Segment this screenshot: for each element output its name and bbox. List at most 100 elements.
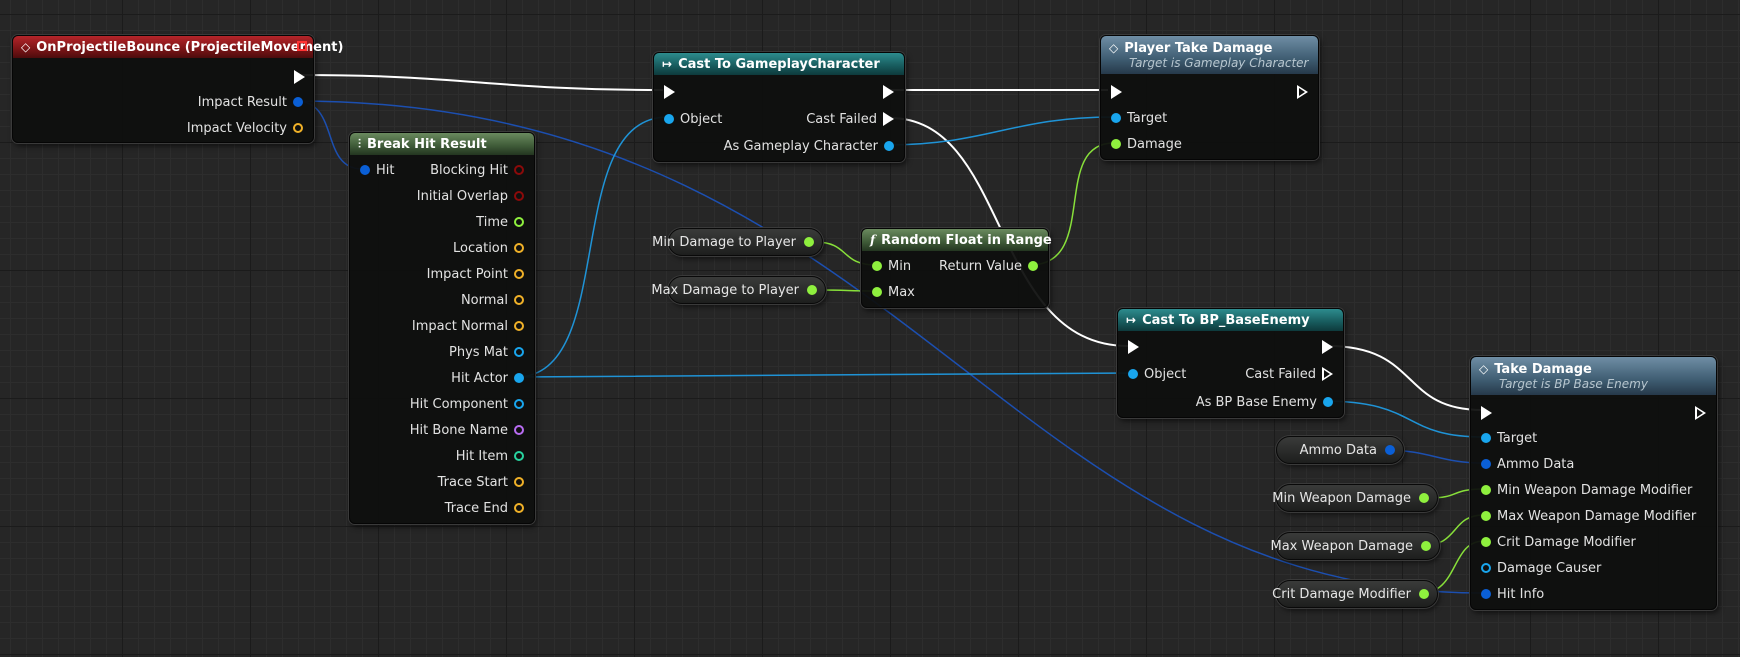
exec-pin-icon[interactable]: [1322, 340, 1333, 354]
bool-pin-icon[interactable]: [514, 165, 524, 175]
random-float-min-pin[interactable]: Min: [872, 257, 911, 275]
pin-time[interactable]: Time: [476, 213, 524, 231]
pin-phys-mat[interactable]: Phys Mat: [449, 343, 524, 361]
float-pin-icon[interactable]: [514, 217, 524, 227]
pin-hit-item[interactable]: Hit Item: [456, 447, 524, 465]
exec-pin-icon[interactable]: [883, 112, 894, 126]
var-min-weapon-damage[interactable]: Min Weapon Damage: [1272, 484, 1438, 512]
object-pin-icon[interactable]: [1323, 397, 1333, 407]
struct-pin-icon[interactable]: [1385, 445, 1395, 455]
random-float-max-pin[interactable]: Max: [872, 283, 915, 301]
bool-pin-icon[interactable]: [514, 191, 524, 201]
var-max-weapon-damage[interactable]: Max Weapon Damage: [1271, 532, 1440, 560]
take-damage-target-pin[interactable]: Target: [1481, 429, 1537, 447]
cast-enemy-header[interactable]: ↦Cast To BP_BaseEnemy: [1118, 309, 1343, 331]
pin-location[interactable]: Location: [453, 239, 524, 257]
random-float-return-pin[interactable]: Return Value: [939, 257, 1038, 275]
float-pin-icon[interactable]: [1481, 485, 1491, 495]
cast-gameplay-exec-out[interactable]: [883, 83, 894, 101]
float-pin-icon[interactable]: [1028, 261, 1038, 271]
vector-pin-icon[interactable]: [514, 477, 524, 487]
player-take-damage-header[interactable]: ◇Player Take Damage Target is Gameplay C…: [1101, 36, 1318, 74]
cast-gameplay-object-pin[interactable]: Object: [664, 110, 722, 128]
take-damage-crit-pin[interactable]: Crit Damage Modifier: [1481, 533, 1636, 551]
cast-gameplay-failed-pin[interactable]: Cast Failed: [806, 110, 894, 128]
event-node-on-projectile-bounce[interactable]: ◇OnProjectileBounce (ProjectileMovement)…: [12, 35, 343, 143]
object-pin-icon[interactable]: [1481, 433, 1491, 443]
var-ammo-data[interactable]: Ammo Data: [1276, 436, 1404, 464]
take-damage-exec-in[interactable]: [1481, 404, 1492, 422]
float-pin-icon[interactable]: [1111, 139, 1121, 149]
take-damage-min-weapon-pin[interactable]: Min Weapon Damage Modifier: [1481, 481, 1692, 499]
object-pin-icon[interactable]: [1111, 113, 1121, 123]
vector-pin-icon[interactable]: [514, 503, 524, 513]
cast-enemy-exec-in[interactable]: [1128, 338, 1139, 356]
pin-hit-bone-name[interactable]: Hit Bone Name: [410, 421, 524, 439]
object-pin-icon[interactable]: [1481, 563, 1491, 573]
name-pin-icon[interactable]: [514, 425, 524, 435]
player-take-damage-node[interactable]: ◇Player Take Damage Target is Gameplay C…: [1100, 35, 1319, 160]
float-pin-icon[interactable]: [1481, 537, 1491, 547]
object-pin-icon[interactable]: [514, 373, 524, 383]
take-damage-exec-out[interactable]: [1695, 404, 1706, 422]
integer-pin-icon[interactable]: [514, 451, 524, 461]
pin-impact-result[interactable]: Impact Result: [198, 93, 303, 111]
exec-pin-icon[interactable]: [1695, 406, 1706, 420]
cast-gameplay-exec-in[interactable]: [664, 83, 675, 101]
struct-pin-icon[interactable]: [360, 165, 370, 175]
vector-pin-icon[interactable]: [514, 295, 524, 305]
float-pin-icon[interactable]: [807, 285, 817, 295]
pin-impact-normal[interactable]: Impact Normal: [412, 317, 524, 335]
cast-gameplay-as-output[interactable]: As Gameplay Character: [724, 137, 894, 155]
struct-pin-icon[interactable]: [1481, 459, 1491, 469]
take-damage-max-weapon-pin[interactable]: Max Weapon Damage Modifier: [1481, 507, 1696, 525]
pin-impact-velocity[interactable]: Impact Velocity: [187, 119, 303, 137]
exec-pin-icon[interactable]: [294, 70, 305, 84]
player-damage-damage-pin[interactable]: Damage: [1111, 135, 1182, 153]
object-pin-icon[interactable]: [514, 399, 524, 409]
var-crit-damage-modifier[interactable]: Crit Damage Modifier: [1272, 580, 1438, 608]
object-pin-icon[interactable]: [664, 114, 674, 124]
player-damage-exec-in[interactable]: [1111, 83, 1122, 101]
vector-pin-icon[interactable]: [293, 123, 303, 133]
break-hit-result-node[interactable]: ⫶Break Hit Result Hit Blocking Hit Initi…: [349, 132, 535, 524]
event-node-header[interactable]: ◇OnProjectileBounce (ProjectileMovement): [13, 36, 343, 58]
float-pin-icon[interactable]: [1481, 511, 1491, 521]
struct-pin-icon[interactable]: [293, 97, 303, 107]
object-pin-icon[interactable]: [1128, 369, 1138, 379]
cast-enemy-object-pin[interactable]: Object: [1128, 365, 1186, 383]
exec-pin-icon[interactable]: [1111, 85, 1122, 99]
cast-enemy-as-output[interactable]: As BP Base Enemy: [1196, 393, 1333, 411]
var-min-damage-to-player[interactable]: Min Damage to Player: [652, 228, 823, 256]
break-hit-result-header[interactable]: ⫶Break Hit Result: [350, 133, 534, 155]
struct-pin-icon[interactable]: [1481, 589, 1491, 599]
object-pin-icon[interactable]: [514, 347, 524, 357]
take-damage-header[interactable]: ◇Take Damage Target is BP Base Enemy: [1471, 357, 1716, 395]
pin-trace-end[interactable]: Trace End: [445, 499, 524, 517]
float-pin-icon[interactable]: [1419, 589, 1429, 599]
exec-pin-icon[interactable]: [1322, 367, 1333, 381]
pin-impact-point[interactable]: Impact Point: [427, 265, 524, 283]
pin-normal[interactable]: Normal: [461, 291, 524, 309]
take-damage-hit-info-pin[interactable]: Hit Info: [1481, 585, 1544, 603]
var-max-damage-to-player[interactable]: Max Damage to Player: [651, 276, 826, 304]
take-damage-causer-pin[interactable]: Damage Causer: [1481, 559, 1601, 577]
vector-pin-icon[interactable]: [514, 269, 524, 279]
cast-to-bp-base-enemy-node[interactable]: ↦Cast To BP_BaseEnemy Object Cast Failed…: [1117, 308, 1344, 418]
float-pin-icon[interactable]: [872, 261, 882, 271]
float-pin-icon[interactable]: [1419, 493, 1429, 503]
cast-gameplay-header[interactable]: ↦Cast To GameplayCharacter: [654, 53, 904, 75]
pin-hit-actor[interactable]: Hit Actor: [451, 369, 524, 387]
pin-blocking-hit[interactable]: Blocking Hit: [430, 161, 524, 179]
cast-enemy-exec-out[interactable]: [1322, 338, 1333, 356]
pin-trace-start[interactable]: Trace Start: [438, 473, 524, 491]
exec-pin-icon[interactable]: [664, 85, 675, 99]
cast-enemy-failed-pin[interactable]: Cast Failed: [1245, 365, 1333, 383]
player-damage-target-pin[interactable]: Target: [1111, 109, 1167, 127]
exec-pin-icon[interactable]: [1297, 85, 1308, 99]
exec-pin-icon[interactable]: [883, 85, 894, 99]
pin-initial-overlap[interactable]: Initial Overlap: [417, 187, 524, 205]
object-pin-icon[interactable]: [884, 141, 894, 151]
float-pin-icon[interactable]: [1421, 541, 1431, 551]
